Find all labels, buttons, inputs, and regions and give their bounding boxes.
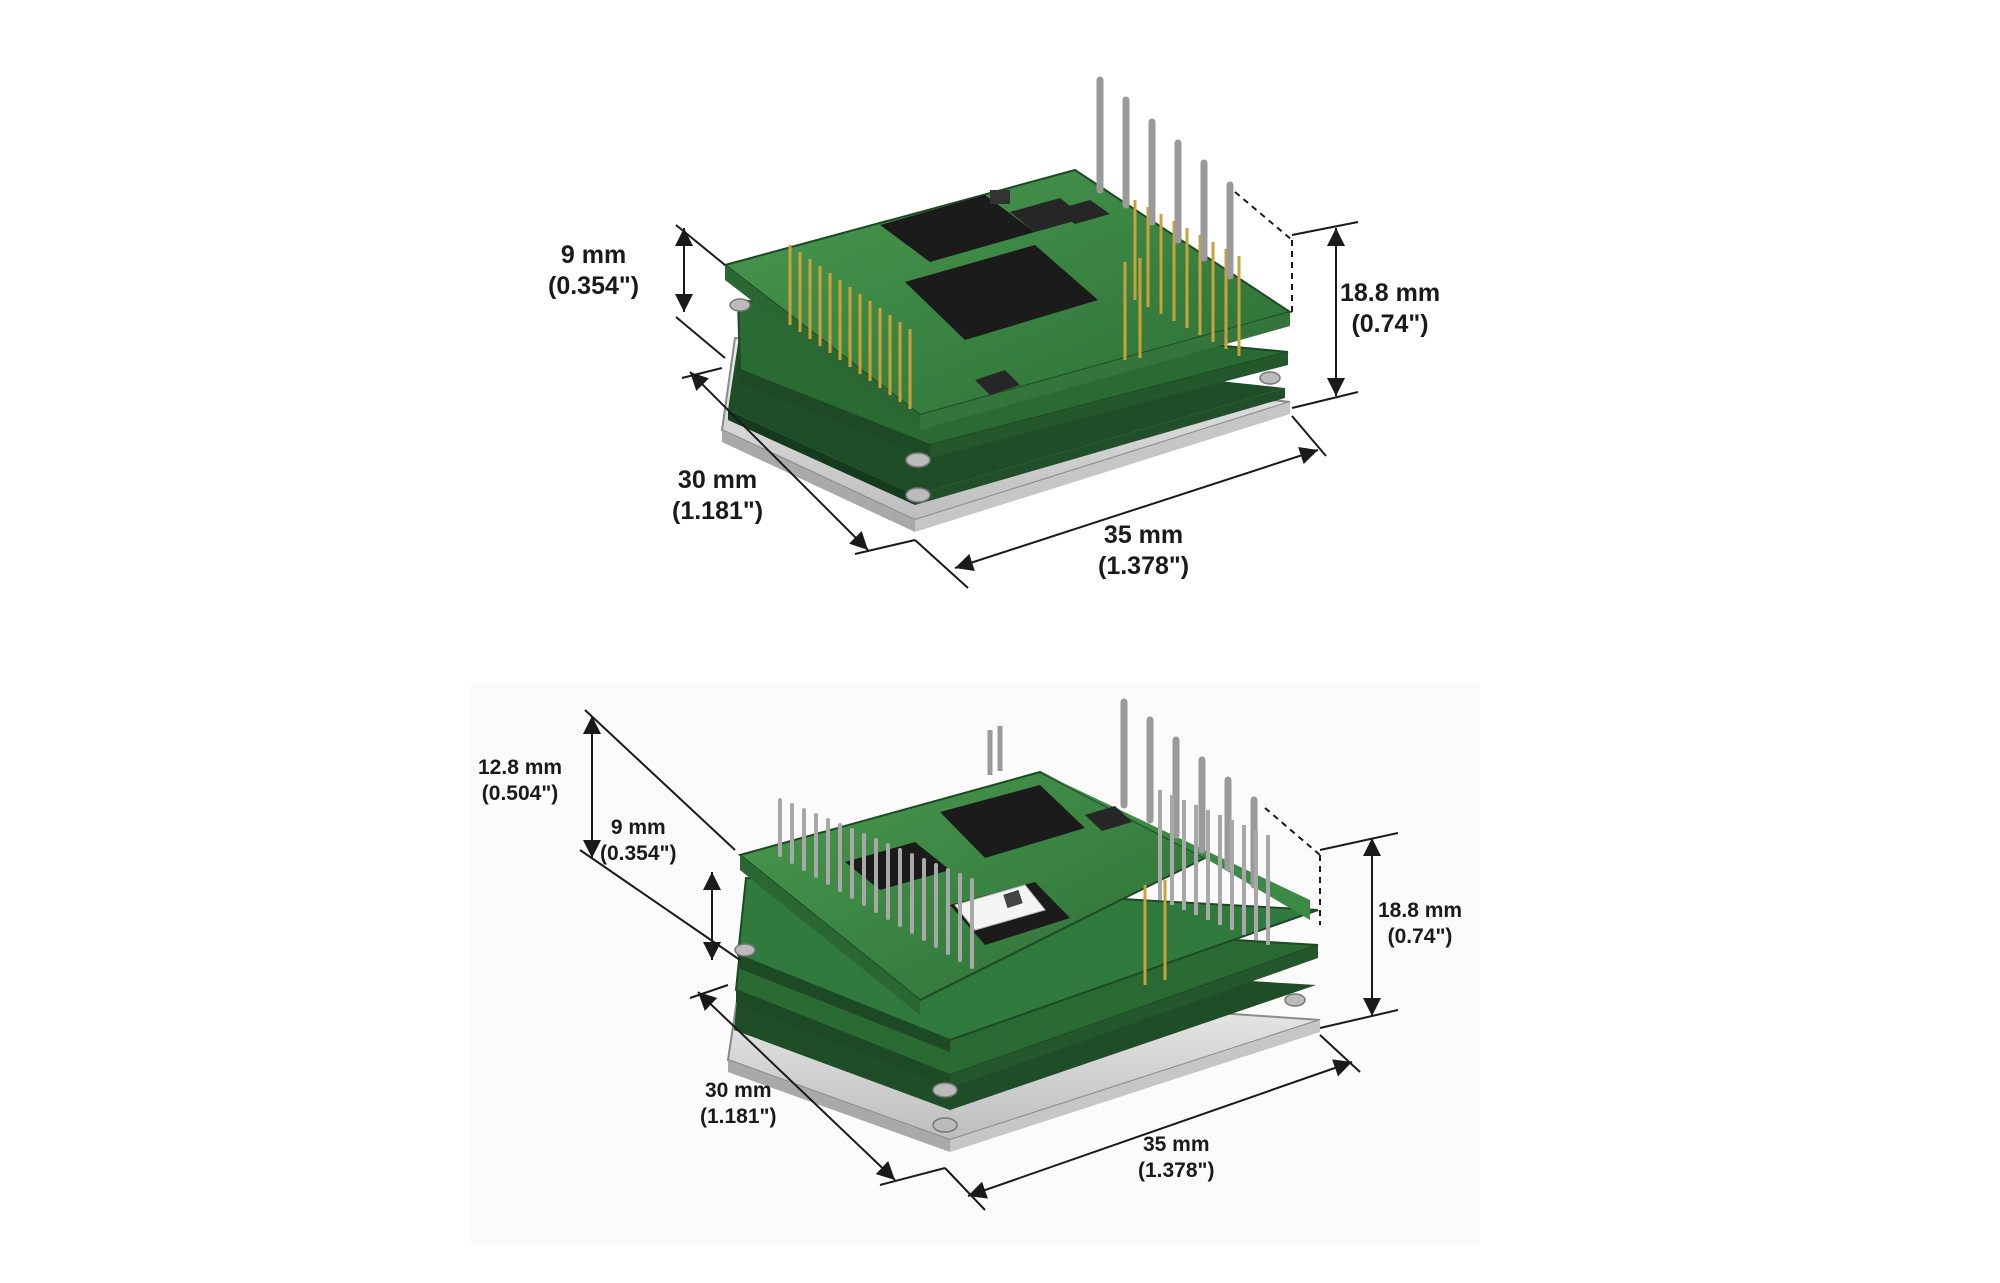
bottom-width-label: 35 mm (1.378") <box>1138 1132 1215 1183</box>
bottom-silver-pins-left <box>778 798 974 969</box>
top-depth-in: (1.181") <box>672 496 764 525</box>
bottom-dim-width <box>944 1034 1361 1211</box>
top-width-in: (1.378") <box>1098 551 1190 580</box>
bottom-width-mm: 35 mm <box>1142 1133 1210 1156</box>
top-gold-connector-right <box>1123 200 1241 360</box>
top-silver-pins <box>1096 76 1234 280</box>
top-height-front-in: (0.354") <box>548 271 640 300</box>
top-height-front-mm: 9 mm <box>560 241 627 269</box>
bottom-dim-height-total <box>1264 807 1399 1029</box>
bottom-height-overall-mm: 12.8 mm <box>478 756 563 779</box>
bottom-module <box>579 698 1399 1211</box>
bottom-dim-depth <box>689 984 946 1186</box>
top-depth-label: 30 mm (1.181") <box>672 465 763 526</box>
bottom-width-in: (1.378") <box>1138 1158 1215 1182</box>
bottom-depth-mm: 30 mm <box>704 1079 772 1102</box>
bottom-height-total-in: (0.74") <box>1387 924 1453 948</box>
top-gold-connector-left <box>788 245 912 409</box>
bottom-standoffs <box>734 943 1306 1133</box>
bottom-height-total-label: 18.8 mm (0.74") <box>1378 898 1462 949</box>
bottom-height-total-mm: 18.8 mm <box>1378 899 1463 922</box>
bottom-height-overall-in: (0.504") <box>481 781 559 805</box>
top-dim-height-total <box>1234 191 1359 409</box>
top-standoffs <box>729 298 1281 503</box>
top-height-total-label: 18.8 mm (0.74") <box>1340 278 1440 339</box>
bottom-chips <box>845 785 1132 945</box>
top-height-total-mm: 18.8 mm <box>1340 279 1441 307</box>
bottom-height-overall-label: 12.8 mm (0.504") <box>478 755 562 806</box>
top-height-total-in: (0.74") <box>1351 309 1429 338</box>
bottom-height-front-label: 9 mm (0.354") <box>600 815 677 866</box>
bottom-height-front-mm: 9 mm <box>610 816 666 839</box>
top-width-label: 35 mm (1.378") <box>1098 520 1189 581</box>
top-width-mm: 35 mm <box>1103 521 1184 549</box>
bottom-depth-label: 30 mm (1.181") <box>700 1078 777 1129</box>
top-dim-width <box>914 415 1327 589</box>
top-dim-depth <box>681 367 916 555</box>
bottom-silver-connector-right <box>1158 790 1270 945</box>
bottom-depth-in: (1.181") <box>700 1104 777 1128</box>
bottom-height-front-in: (0.354") <box>600 841 677 865</box>
top-height-front-label: 9 mm (0.354") <box>548 240 639 301</box>
top-chips <box>880 190 1110 395</box>
top-depth-mm: 30 mm <box>677 466 758 494</box>
top-dim-height-front <box>675 224 726 359</box>
top-module <box>675 76 1359 589</box>
bottom-gold-pins <box>1143 880 1167 985</box>
bottom-small-header <box>987 726 1003 775</box>
